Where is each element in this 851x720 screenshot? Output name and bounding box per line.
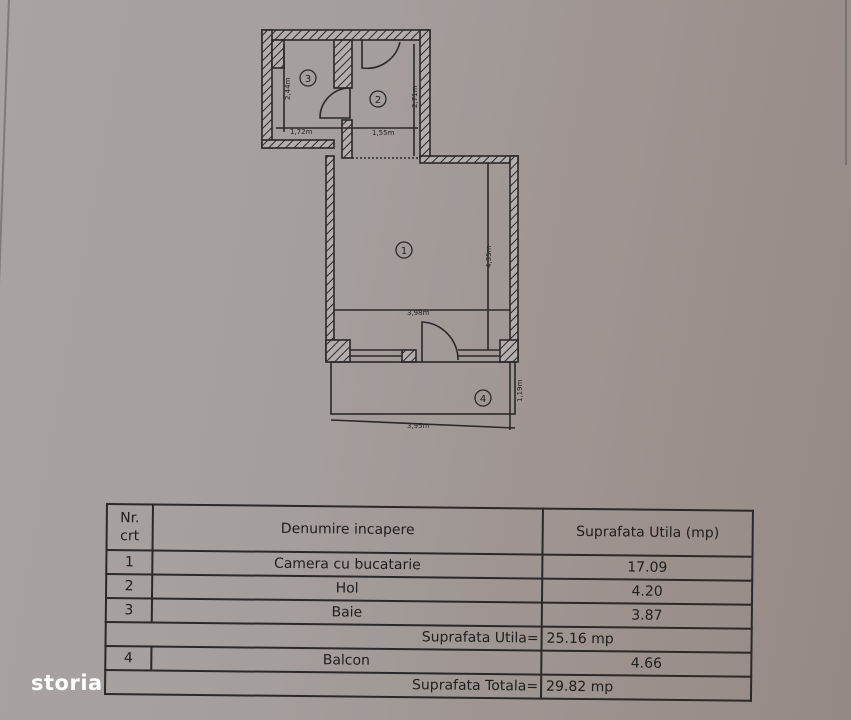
room-label-2: 2 — [375, 95, 381, 106]
cell-area: 4.20 — [541, 578, 753, 605]
cell-nr: 4 — [105, 646, 152, 671]
dim-baie-height: 2,44m — [284, 77, 292, 100]
cell-nr: 3 — [105, 598, 153, 623]
cell-area: 3.87 — [541, 602, 752, 629]
dimension-labels: 1,72m 1,55m 3,98m 3,95m 2,44m 2,71m 4,35… — [284, 77, 524, 430]
cell-area: 4.66 — [541, 650, 752, 677]
total-value: 29.82 mp — [540, 674, 752, 701]
floor-plan: 3 2 1 4 1,72m 1,55m 3,98m 3,95m 2,44m 2,… — [261, 29, 524, 430]
header-area: Suprafata Utila (mp) — [542, 508, 753, 557]
paper-edge — [845, 0, 847, 165]
room-label-4: 4 — [480, 394, 486, 405]
room-area-table: Nr. crt Denumire incapere Suprafata Util… — [104, 503, 754, 702]
dim-hol-height: 2,71m — [411, 85, 419, 108]
room-label-1: 1 — [401, 246, 407, 257]
dim-balcon-width: 3,95m — [407, 422, 430, 430]
table-header-row: Nr. crt Denumire incapere Suprafata Util… — [106, 504, 753, 557]
cell-nr: 2 — [106, 574, 153, 599]
dim-balcon-height: 1,19m — [516, 379, 524, 402]
storia-watermark-logo: storia — [31, 671, 103, 695]
dim-room1-height: 4,35m — [485, 245, 493, 268]
dim-hol-width: 1,55m — [372, 129, 395, 137]
cell-area: 17.09 — [542, 554, 753, 581]
room-label-3: 3 — [305, 74, 311, 85]
header-nr: Nr. crt — [106, 504, 153, 551]
subtotal-value: 25.16 mp — [541, 626, 752, 653]
total-label: Suprafata Totala= — [104, 670, 542, 699]
cell-nr: 1 — [106, 550, 153, 575]
room-1-block — [325, 155, 519, 430]
dim-baie-width: 1,72m — [290, 128, 313, 136]
header-name: Denumire incapere — [152, 504, 543, 555]
room-labels: 3 2 1 4 — [299, 69, 492, 407]
dim-room1-width: 3,98m — [407, 309, 430, 317]
